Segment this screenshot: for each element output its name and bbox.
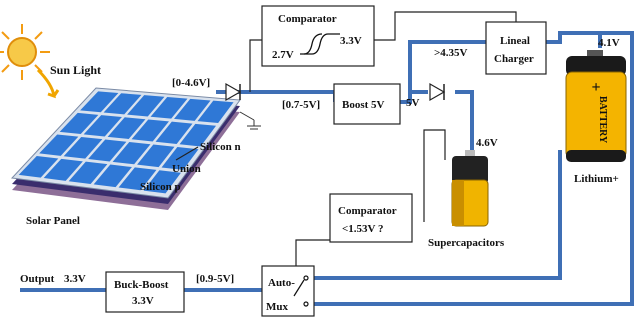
lineal-charger-line2: Charger xyxy=(494,53,534,65)
solar-cell xyxy=(88,139,127,162)
solar-cell xyxy=(179,123,217,147)
comparator-top-box xyxy=(261,5,375,67)
wire-diode2-supercap xyxy=(455,90,474,150)
silicon-p-label: Silicon p xyxy=(140,181,181,193)
buck-input-range-label: [0.9-5V] xyxy=(196,273,234,285)
power-wiring xyxy=(20,31,634,306)
solar-panel-label: Solar Panel xyxy=(26,215,80,227)
comparator-bottom-cond: <1.53V ? xyxy=(342,223,384,235)
output-voltage-label: 3.3V xyxy=(64,273,86,285)
battery-voltage-label: 4.1V xyxy=(598,37,620,49)
solar-cell xyxy=(143,170,181,194)
solar-cell xyxy=(155,121,193,144)
silicon-n-label: Silicon n xyxy=(200,141,241,153)
solar-cell xyxy=(18,155,59,178)
solar-cell xyxy=(63,136,103,159)
signal-wiring xyxy=(249,11,517,266)
automux-box xyxy=(261,265,315,317)
battery-icon: + BATTERY xyxy=(565,50,627,162)
supercap-label: Supercapacitors xyxy=(428,237,505,249)
comparator-top-high: 3.3V xyxy=(340,35,362,47)
signal-comparator-charger xyxy=(374,11,517,41)
battery-text: BATTERY xyxy=(597,96,608,144)
wire-charger-battery xyxy=(546,31,602,48)
lineal-charger-line1: Lineal xyxy=(500,35,530,47)
comparator-top-title: Comparator xyxy=(278,13,337,25)
diode-icon xyxy=(225,82,242,102)
comparator-bottom-box xyxy=(329,193,413,243)
solar-cell xyxy=(137,144,175,168)
solar-cell xyxy=(131,119,169,142)
solar-cell xyxy=(80,91,119,113)
panel-range-label: [0-4.6V] xyxy=(172,77,210,89)
solar-cell xyxy=(150,96,188,119)
solar-cell xyxy=(83,115,122,137)
hysteresis-icon xyxy=(300,33,340,55)
solar-cell xyxy=(93,164,132,188)
signal-panel-comparator xyxy=(249,39,262,92)
solar-cell xyxy=(107,117,146,140)
signal-supercap-comparator xyxy=(423,129,446,222)
comparator-bottom-title: Comparator xyxy=(338,205,397,217)
buck-boost-line1: Buck-Boost xyxy=(114,279,169,291)
boost-input-range-label: [0.7-5V] xyxy=(282,99,320,111)
wire-battery-mux xyxy=(312,31,634,306)
signal-comparator-mux xyxy=(295,239,330,266)
sun-icon xyxy=(0,24,60,99)
solar-cell xyxy=(43,158,83,181)
buck-boost-box xyxy=(105,271,185,313)
solar-cell xyxy=(127,95,165,117)
sun-light-label: Sun Light xyxy=(50,63,101,77)
union-label: Union xyxy=(172,163,201,175)
solar-cell xyxy=(39,134,79,156)
solar-cell xyxy=(103,93,142,115)
solar-cell xyxy=(118,167,157,191)
wire-supercap-mux xyxy=(314,150,562,280)
supercap-voltage-label: 4.6V xyxy=(476,137,498,149)
lineal-charger-box xyxy=(485,21,547,75)
solar-cell xyxy=(59,112,99,135)
supercapacitor-icon xyxy=(451,150,489,227)
wire-boost-diode2 xyxy=(400,90,428,104)
automux-line2: Mux xyxy=(266,301,289,313)
solar-cell xyxy=(197,100,234,123)
boost-label: Boost 5V xyxy=(342,99,385,111)
silicon-n-pointer xyxy=(175,146,199,161)
automux-line1: Auto- xyxy=(268,277,295,289)
battery-label: Lithium+ xyxy=(574,173,619,185)
boost-box xyxy=(333,83,401,125)
comparator-top-low: 2.7V xyxy=(272,49,294,61)
battery-plus-label: + xyxy=(591,79,600,96)
solar-cell xyxy=(68,161,108,184)
charger-threshold-label: >4.35V xyxy=(434,47,468,59)
solar-cell xyxy=(174,98,211,121)
wire-boost-charger xyxy=(408,40,486,92)
switch-icon xyxy=(293,275,309,307)
solar-cell xyxy=(112,142,151,165)
ground-icon xyxy=(239,111,261,130)
boost-output-label: 5V xyxy=(406,97,420,109)
output-label: Output xyxy=(20,273,55,285)
buck-boost-line2: 3.3V xyxy=(132,295,154,307)
diode-icon xyxy=(429,82,446,102)
